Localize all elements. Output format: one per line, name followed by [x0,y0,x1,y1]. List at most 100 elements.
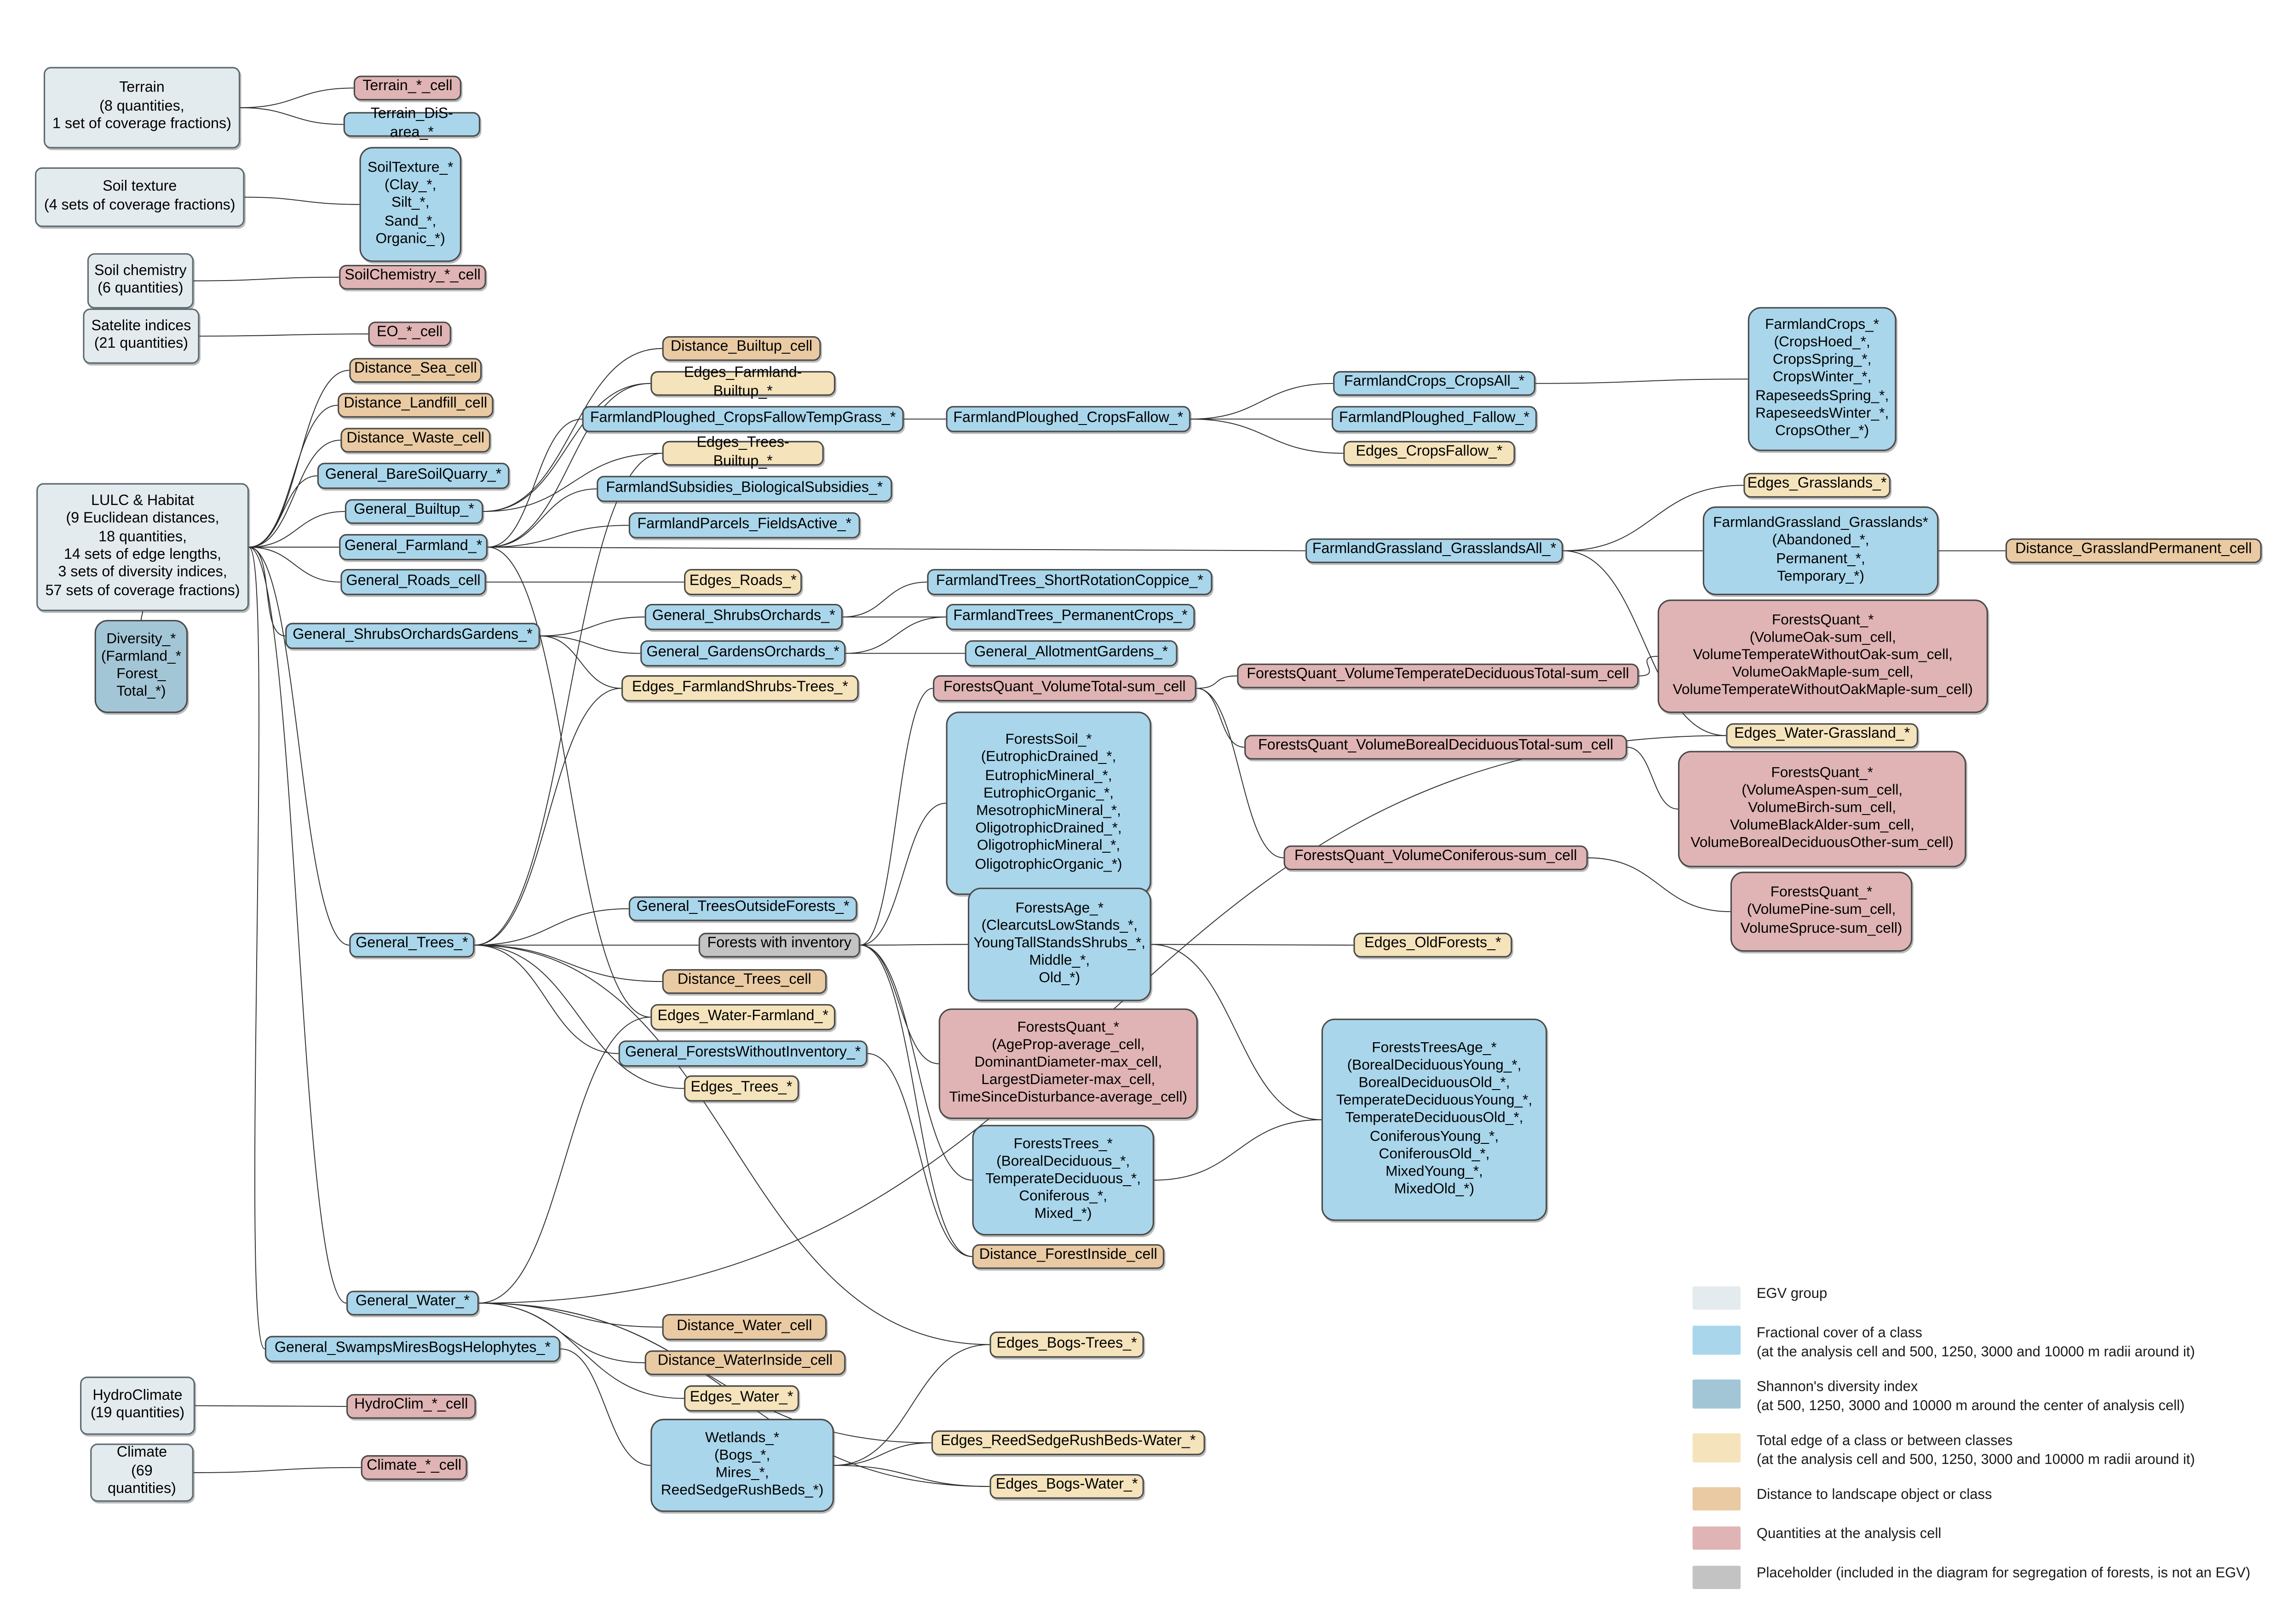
node-hydroclim-cell: HydroClim_*_cell [346,1394,476,1419]
node-fq-oak-block: ForestsQuant_* (VolumeOak-sum_cell, Volu… [1657,599,1988,713]
node-edges-trees-node: Edges_Trees_* [684,1075,799,1102]
node-distance-waterinside: Distance_WaterInside_cell [644,1350,846,1375]
connector-lulc-group-to-general-roads [249,546,341,583]
legend-item-cover: Fractional cover of a class(at the analy… [1692,1326,2275,1363]
legend-item-group: EGV group [1692,1286,2275,1310]
connector-satellite-group-to-eo-cell [199,333,368,337]
connector-lulc-group-to-distance-waste [249,440,341,548]
node-fq-voltempdectotal: ForestsQuant_VolumeTemperateDeciduousTot… [1237,663,1639,689]
node-farmlandcrops-block: FarmlandCrops_* (CropsHoed_*, CropsSprin… [1747,307,1897,451]
legend-item-edge: Total edge of a class or between classes… [1692,1433,2275,1470]
node-edges-trees-builtup: Edges_Trees-Builtup_* [662,435,824,469]
node-general-gardensorchards: General_GardensOrchards_* [640,640,846,667]
node-general-treesoutsideforests: General_TreesOutsideForests_* [628,896,857,921]
connector-forestsage-block-to-foreststreesage-block [1151,944,1322,1120]
connector-general-shrubsorchardsgardens-to-general-shrubsorchards [540,616,645,637]
connector-fq-voltempdectotal-to-fq-oak-block [1638,655,1658,677]
node-eo-cell: EO_*_cell [368,321,451,347]
connector-foreststrees-block-to-foreststreesage-block [1154,1119,1322,1181]
legend-label-main: Total edge of a class or between classes [1756,1433,2013,1449]
node-distance-trees: Distance_Trees_cell [662,969,827,994]
connector-general-farmland-to-fp-cropsfallowtempgrass [487,419,582,548]
connector-terrain-group-to-terrain-dis-area [240,107,344,125]
connector-lulc-group-to-general-trees [249,546,350,946]
node-fp-cropsfallowtempgrass: FarmlandPloughed_CropsFallowTempGrass_* [582,406,904,432]
connector-general-trees-to-general-treesoutsideforests [474,908,629,946]
connector-fq-volborealdectotal-to-fq-aspen-block [1627,746,1678,810]
node-fp-fallow: FarmlandPloughed_Fallow_* [1331,406,1537,432]
connector-general-farmland-to-farmlandsubsidies [487,488,597,548]
legend-swatch-quantity [1692,1526,1741,1549]
node-general-builtup: General_Builtup_* [345,499,483,524]
connector-fq-volumetotal-to-fq-volconiferous [1196,688,1284,859]
node-hydroclimate-group: HydroClimate (19 quantities) [80,1377,195,1435]
connector-general-trees-to-edges-farmlandshrubs-trees [474,688,621,946]
node-fq-volumetotal: ForestsQuant_VolumeTotal-sum_cell [933,675,1196,702]
connector-general-trees-to-general-forestswithoutinventory [474,945,619,1054]
node-terrain-dis-area: Terrain_DiS-area_* [343,106,481,140]
legend-item-diversity: Shannon's diversity index(at 500, 1250, … [1692,1379,2275,1417]
node-lulc-group: LULC & Habitat (9 Euclidean distances, 1… [36,483,249,611]
node-distance-water: Distance_Water_cell [662,1314,827,1340]
node-distance-landfill: Distance_Landfill_cell [338,393,494,418]
connector-climate-group-to-climate-cell [193,1467,361,1473]
node-climate-cell: Climate_*_cell [361,1455,467,1480]
node-farmlandgrassland-block: FarmlandGrassland_Grasslands* (Abandoned… [1702,506,1939,596]
node-edges-rsrb-water: Edges_ReedSedgeRushBeds-Water_* [931,1430,1205,1455]
node-general-allotmentgardens: General_AllotmentGardens_* [965,640,1178,667]
connector-general-gardensorchards-to-farmlandtrees-permanentcrops [845,616,946,654]
connector-wetlands-block-to-edges-rsrb-water [833,1442,931,1466]
connector-general-builtup-to-edges-farmland-builtup [483,383,651,512]
connector-lulc-group-to-general-builtup [249,511,345,548]
node-general-water: General_Water_* [346,1291,479,1316]
node-distance-waste: Distance_Waste_cell [340,428,491,453]
connector-general-shrubsorchardsgardens-to-edges-farmlandshrubs-trees [540,635,621,689]
node-farmlandgrassland-grasslandsall: FarmlandGrassland_GrasslandsAll_* [1305,538,1563,563]
connector-general-farmland-to-edges-farmland-builtup [487,383,651,548]
legend-swatch-edge [1692,1433,1741,1462]
node-fq-aspen-block: ForestsQuant_* (VolumeAspen-sum_cell, Vo… [1678,751,1966,867]
node-distance-sea: Distance_Sea_cell [349,358,482,383]
node-soilchemistry-cell: SoilChemistry_*_cell [339,264,486,290]
legend-label-sub: (at the analysis cell and 500, 1250, 300… [1756,1344,2195,1361]
legend-swatch-cover [1692,1326,1741,1355]
connector-lulc-group-to-general-baresoilquarry [249,475,317,548]
legend-label: EGV group [1757,1286,1827,1305]
legend-label-main: Shannon's diversity index [1756,1379,1918,1395]
legend-label: Placeholder (included in the diagram for… [1757,1565,2250,1584]
connector-general-builtup-to-edges-trees-builtup [483,453,662,512]
node-foreststreesage-block: ForestsTreesAge_* (BorealDeciduousYoung_… [1321,1018,1547,1221]
node-edges-bogs-trees: Edges_Bogs-Trees_* [989,1331,1144,1358]
node-diversity-node: Diversity_* (Farmland_* Forest_ Total_*) [94,620,188,713]
legend-item-quantity: Quantities at the analysis cell [1692,1526,2275,1549]
node-general-shrubsorchardsgardens: General_ShrubsOrchardsGardens_* [285,623,540,649]
legend-label-sub: (at the analysis cell and 500, 1250, 300… [1756,1452,2195,1468]
node-edges-grasslands: Edges_Grasslands_* [1743,473,1891,498]
connector-general-trees-to-edges-trees-node [474,945,684,1089]
connector-lulc-group-to-general-swamps [248,546,265,1349]
node-climate-group: Climate (69 quantities) [90,1443,194,1502]
connector-soilchem-group-to-soilchemistry-cell [193,276,339,281]
connector-forests-with-inventory-to-fq-volumetotal [860,688,933,946]
connector-fq-volconiferous-to-fq-pine-block [1587,857,1730,912]
connector-forests-with-inventory-to-foreststrees-block [860,945,972,1181]
connector-general-farmland-to-edges-water-farmland [487,546,651,1018]
legend-label-main: Quantities at the analysis cell [1756,1526,1942,1542]
node-general-forestswithoutinventory: General_ForestsWithoutInventory_* [618,1040,868,1067]
connector-fq-volumetotal-to-fq-voltempdectotal [1196,675,1237,689]
node-edges-water-node: Edges_Water_* [684,1385,799,1412]
connector-farmlandgrassland-grasslandsall-to-edges-water-grassland [1563,550,1726,736]
legend-item-placeholder: Placeholder (included in the diagram for… [1692,1565,2275,1589]
connector-forests-with-inventory-to-forestssoil-block [860,803,946,946]
legend-label: Shannon's diversity index(at 500, 1250, … [1757,1379,2185,1417]
node-general-baresoilquarry: General_BareSoilQuarry_* [317,463,510,489]
connector-forestsage-block-to-edges-oldforests [1151,944,1354,946]
node-satellite-group: Satelite indices (21 quantities) [83,308,200,364]
connector-general-builtup-to-distance-builtup [483,348,662,512]
node-fq-pine-block: ForestsQuant_* (VolumePine-sum_cell, Vol… [1730,872,1913,952]
node-fp-cropsfallow: FarmlandPloughed_CropsFallow_* [946,406,1191,432]
legend-item-distance: Distance to landscape object or class [1692,1486,2275,1510]
node-distance-grasslandpermanent: Distance_GrasslandPermanent_cell [2005,538,2262,563]
